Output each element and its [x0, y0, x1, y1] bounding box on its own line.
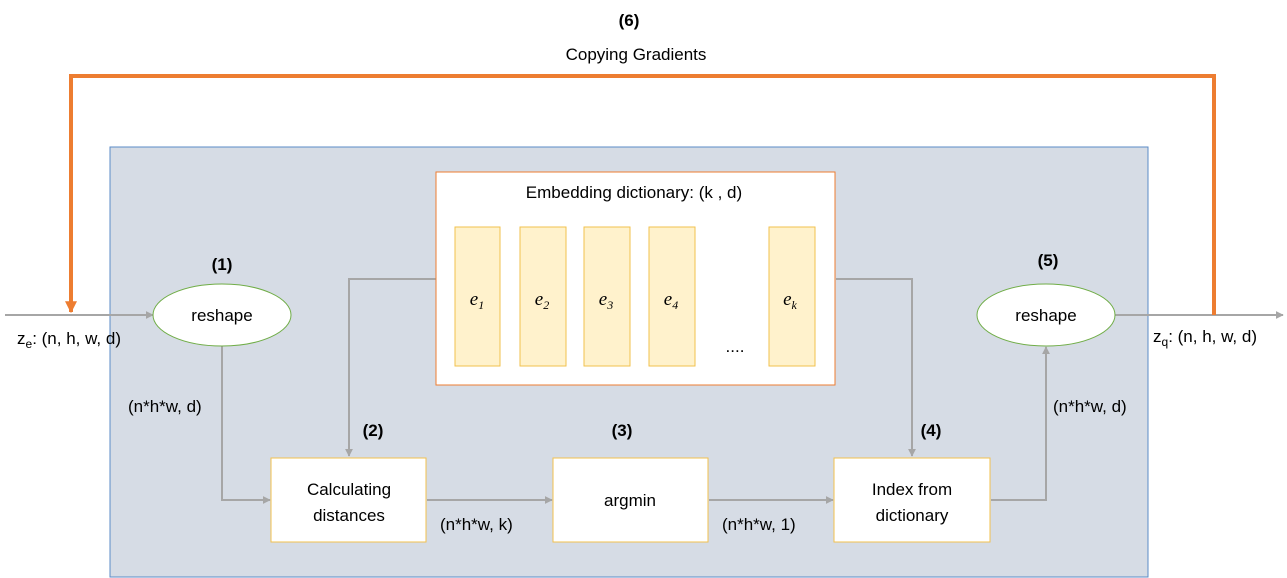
- embedding-entry: [519, 226, 567, 367]
- calculating-distances-label-line2: distances: [313, 506, 385, 525]
- copying-gradients-edge: [65, 74, 1216, 315]
- index-from-dictionary-label-line2: dictionary: [876, 506, 949, 525]
- step-3-label: (3): [612, 421, 633, 440]
- embedding-entry-label: ek: [783, 289, 797, 312]
- embedding-entry: [583, 226, 631, 367]
- embedding-entry-label: e1: [470, 289, 484, 312]
- flow-edges: [5, 278, 1284, 504]
- step-5-label: (5): [1038, 251, 1059, 270]
- index-from-dictionary-node: [833, 457, 991, 543]
- embedding-entry: [454, 226, 501, 367]
- step-1-label: (1): [212, 255, 233, 274]
- step-2-label: (2): [363, 421, 384, 440]
- input-tensor-label: ze: (n, h, w, d): [17, 329, 121, 351]
- calculating-distances-node: [270, 457, 427, 543]
- embedding-dictionary-title: Embedding dictionary: (k , d): [526, 183, 742, 202]
- edge-dict-to-calc: [345, 278, 436, 457]
- embedding-entry-label: e2: [535, 289, 549, 312]
- embedding-entry-label: e3: [599, 289, 613, 312]
- embedding-entry: [648, 226, 696, 367]
- copying-gradients-label: Copying Gradients: [566, 45, 707, 64]
- embedding-entry-label: e4: [664, 289, 678, 312]
- step-4-label: (4): [921, 421, 942, 440]
- embedding-entries: e1 e2 e3 e4 ek ....: [454, 226, 816, 367]
- output-tensor-label: zq: (n, h, w, d): [1153, 327, 1257, 349]
- embedding-ellipsis: ....: [726, 337, 745, 356]
- calculating-distances-label-line1: Calculating: [307, 480, 391, 499]
- reshape-output-label: reshape: [1015, 306, 1076, 325]
- index-from-dictionary-label-line1: Index from: [872, 480, 952, 499]
- edge-label-before-reshape2: (n*h*w, d): [1053, 397, 1127, 416]
- argmin-node: [552, 457, 709, 543]
- edge-label-after-argmin: (n*h*w, 1): [722, 515, 796, 534]
- step-6-label: (6): [619, 11, 640, 30]
- edge-label-after-calc: (n*h*w, k): [440, 515, 513, 534]
- edge-label-after-reshape1: (n*h*w, d): [128, 397, 202, 416]
- reshape-output-node: [976, 283, 1116, 347]
- embedding-entry: [768, 226, 816, 367]
- reshape-input-node: [152, 283, 292, 347]
- reshape-input-label: reshape: [191, 306, 252, 325]
- argmin-label: argmin: [604, 491, 656, 510]
- edge-reshape1-to-calc: [221, 345, 271, 504]
- edge-index-to-reshape2: [991, 346, 1050, 501]
- edge-dict-to-index: [836, 278, 916, 457]
